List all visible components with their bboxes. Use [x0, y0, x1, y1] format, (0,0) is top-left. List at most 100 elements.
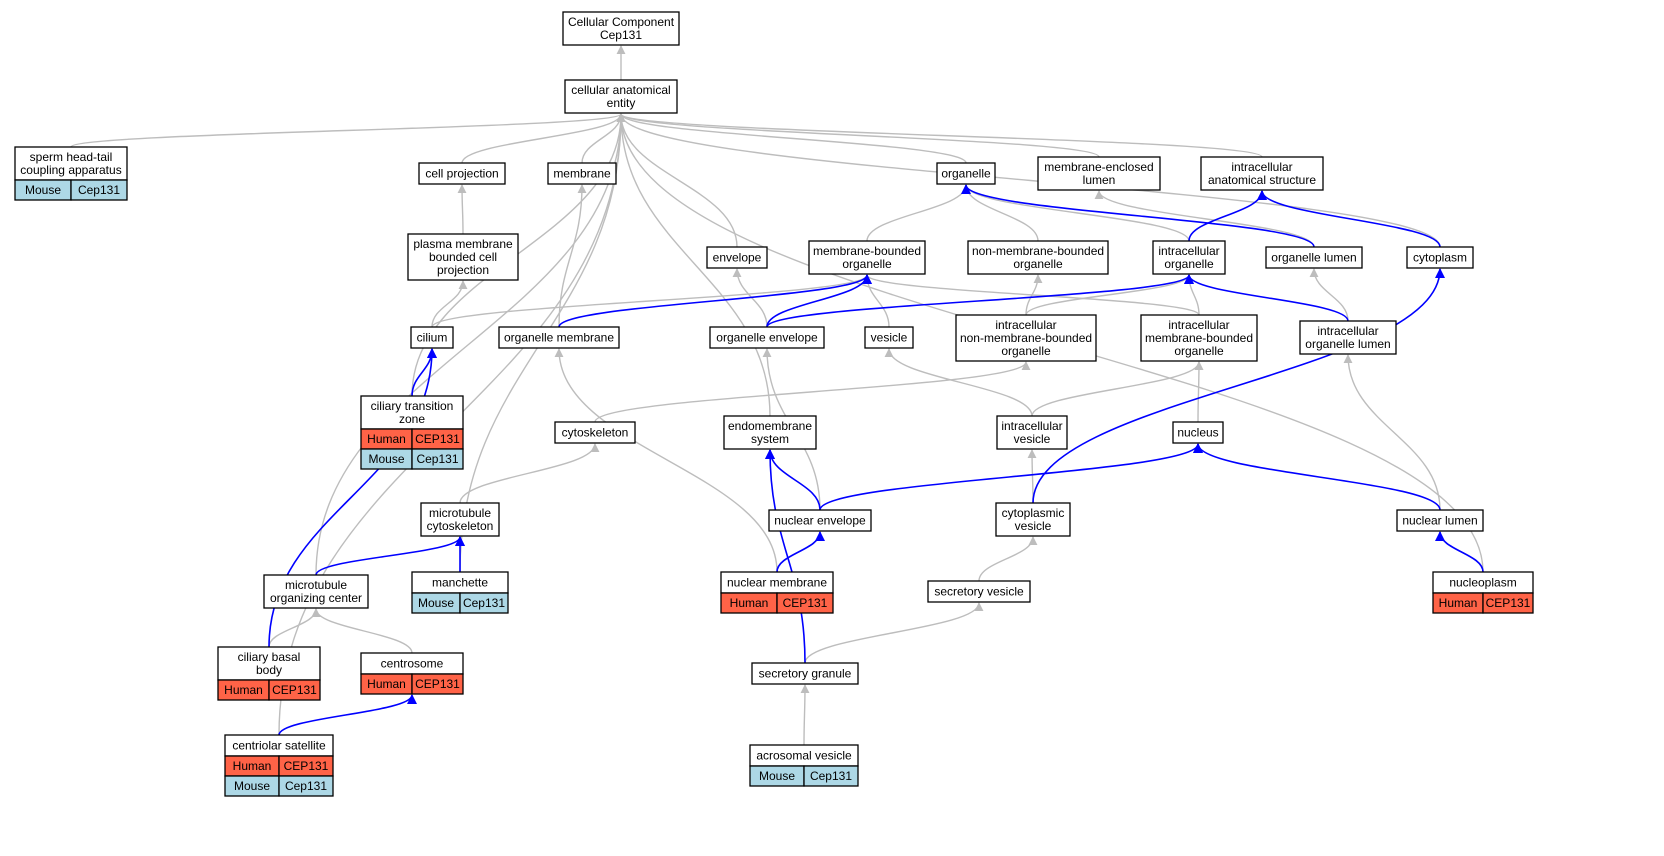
node-label-line: endomembrane	[728, 419, 812, 433]
node-label-line: organelle	[842, 257, 892, 271]
node-box	[768, 509, 872, 532]
edge-mbo-to-organelle	[866, 184, 971, 242]
node-box	[410, 326, 454, 349]
node-box	[217, 646, 321, 681]
node-box	[723, 415, 817, 450]
gene-label: CEP131	[284, 759, 329, 773]
node-secgran[interactable]: secretory granule	[751, 662, 859, 685]
node-cilium[interactable]: cilium	[410, 326, 454, 349]
node-label-line: organelle	[1013, 257, 1063, 271]
node-box	[14, 146, 128, 181]
edge-nlumen-to-nucleus	[1193, 443, 1441, 511]
node-box	[706, 246, 768, 269]
edge-iol-to-olumen	[1309, 268, 1349, 322]
node-cytoplasm[interactable]: cytoplasm	[1406, 246, 1474, 269]
node-box	[967, 240, 1109, 275]
species-label: Human	[233, 759, 272, 773]
gene-cell	[268, 679, 321, 701]
edge-sperm-to-cae	[70, 113, 626, 148]
edge-cytovesicle-to-ivesicle	[1027, 449, 1037, 504]
node-label-line: organelle	[1001, 344, 1051, 358]
node-label-line: intracellular	[995, 318, 1056, 332]
node-vesicle[interactable]: vesicle	[864, 326, 914, 349]
gene-label: CEP131	[272, 683, 317, 697]
node-label-line: system	[751, 432, 789, 446]
node-label-line: sperm head-tail	[30, 150, 113, 164]
node-box	[955, 314, 1097, 362]
edge-nucleoplasm-to-nlumen	[1435, 531, 1484, 573]
edge-cytoskel-to-inmbo	[594, 361, 1031, 423]
species-label: Mouse	[759, 769, 795, 783]
gene-label: Cep131	[810, 769, 852, 783]
node-organelle[interactable]: organelle	[936, 162, 996, 185]
node-nucleus[interactable]: nucleus	[1172, 421, 1224, 444]
edge-cilium-to-mbo	[431, 274, 872, 328]
node-membrane[interactable]: membrane	[547, 162, 617, 185]
node-box	[547, 162, 617, 185]
node-label-line: organelle	[1174, 344, 1224, 358]
node-nlumen[interactable]: nuclear lumen	[1396, 509, 1484, 532]
edge-nenv-to-nucleus	[819, 443, 1203, 511]
edge-inmbo-to-nmbo	[1025, 274, 1043, 316]
node-label-line: cytoplasmic	[1002, 506, 1065, 520]
gene-cell	[411, 448, 464, 470]
edge-nmem-to-omem	[554, 348, 778, 573]
node-box	[1265, 246, 1363, 269]
node-label-line: organelle	[1164, 257, 1214, 271]
node-label-line: envelope	[713, 251, 762, 265]
edge-ias-to-cae	[616, 113, 1263, 158]
node-label-line: nuclear envelope	[774, 514, 866, 528]
node-cytoskel[interactable]: cytoskeleton	[554, 421, 636, 444]
node-nenv[interactable]: nuclear envelope	[768, 509, 872, 532]
node-inmbo[interactable]: intracellularnon-membrane-boundedorganel…	[955, 314, 1097, 362]
node-oenv[interactable]: organelle envelope	[709, 326, 825, 349]
edge-ivesicle-to-vesicle	[884, 348, 1033, 417]
node-secves[interactable]: secretory vesicle	[927, 580, 1031, 603]
node-omem[interactable]: organelle membrane	[498, 326, 620, 349]
edge-mtoc-to-cae	[315, 113, 626, 576]
node-olumen[interactable]: organelle lumen	[1265, 246, 1363, 269]
node-envelope[interactable]: envelope	[706, 246, 768, 269]
node-label-line: nuclear membrane	[727, 576, 827, 590]
edge-cytoplasm-to-cae	[616, 113, 1441, 248]
edge-envelope-to-cae	[616, 113, 738, 248]
edges-layer	[70, 45, 1484, 746]
edge-cytoplasm-to-ias	[1257, 190, 1441, 248]
node-box	[562, 11, 680, 46]
edge-centrosome-to-mtoc	[311, 608, 413, 654]
node-box	[1037, 156, 1161, 191]
node-label-line: intracellular	[1317, 324, 1378, 338]
node-box	[808, 240, 926, 275]
node-box	[420, 502, 500, 537]
node-label-line: non-membrane-bounded	[960, 331, 1092, 345]
node-cellproj[interactable]: cell projection	[418, 162, 506, 185]
node-box	[564, 79, 678, 114]
species-label: Mouse	[368, 452, 404, 466]
node-label-line: centriolar satellite	[232, 739, 326, 753]
node-label-line: organelle	[941, 167, 991, 181]
